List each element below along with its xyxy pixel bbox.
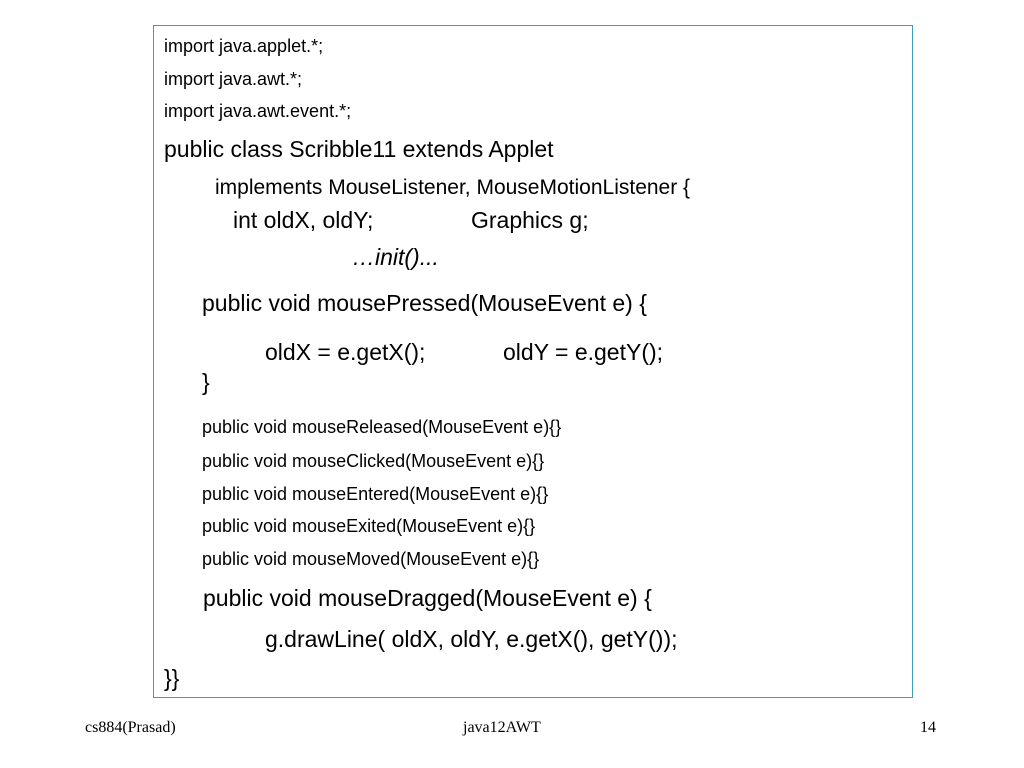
code-line-init: …init()... bbox=[352, 244, 439, 270]
footer-left-text: cs884(Prasad) bbox=[85, 719, 176, 736]
code-line-field-int: int oldX, oldY; bbox=[233, 207, 374, 233]
code-line-assign-oldy: oldY = e.getY(); bbox=[503, 339, 664, 365]
code-line-mouse-moved: public void mouseMoved(MouseEvent e){} bbox=[202, 549, 540, 569]
code-line-close-brace: } bbox=[202, 369, 210, 395]
code-line-mouse-pressed: public void mousePressed(MouseEvent e) { bbox=[202, 290, 647, 316]
footer-center-text: java12AWT bbox=[463, 719, 541, 736]
code-line-assign-oldx: oldX = e.getX(); bbox=[265, 339, 426, 365]
code-line-mouse-clicked: public void mouseClicked(MouseEvent e){} bbox=[202, 451, 545, 471]
code-line-mouse-exited: public void mouseExited(MouseEvent e){} bbox=[202, 516, 536, 536]
code-line-final-close: }} bbox=[164, 665, 180, 691]
code-line-mouse-released: public void mouseReleased(MouseEvent e){… bbox=[202, 417, 562, 437]
code-listing-box bbox=[153, 25, 913, 698]
footer-page-number: 14 bbox=[920, 719, 936, 736]
code-line-import-awt: import java.awt.*; bbox=[164, 69, 303, 89]
code-line-mouse-entered: public void mouseEntered(MouseEvent e){} bbox=[202, 484, 549, 504]
code-line-implements: implements MouseListener, MouseMotionLis… bbox=[215, 176, 691, 199]
code-line-field-graphics: Graphics g; bbox=[471, 207, 589, 233]
code-line-mouse-dragged: public void mouseDragged(MouseEvent e) { bbox=[203, 585, 652, 611]
code-line-import-event: import java.awt.event.*; bbox=[164, 101, 352, 121]
code-line-class-declaration: public class Scribble11 extends Applet bbox=[164, 136, 554, 162]
code-line-import-applet: import java.applet.*; bbox=[164, 36, 324, 56]
code-line-draw-line: g.drawLine( oldX, oldY, e.getX(), getY()… bbox=[265, 626, 678, 652]
